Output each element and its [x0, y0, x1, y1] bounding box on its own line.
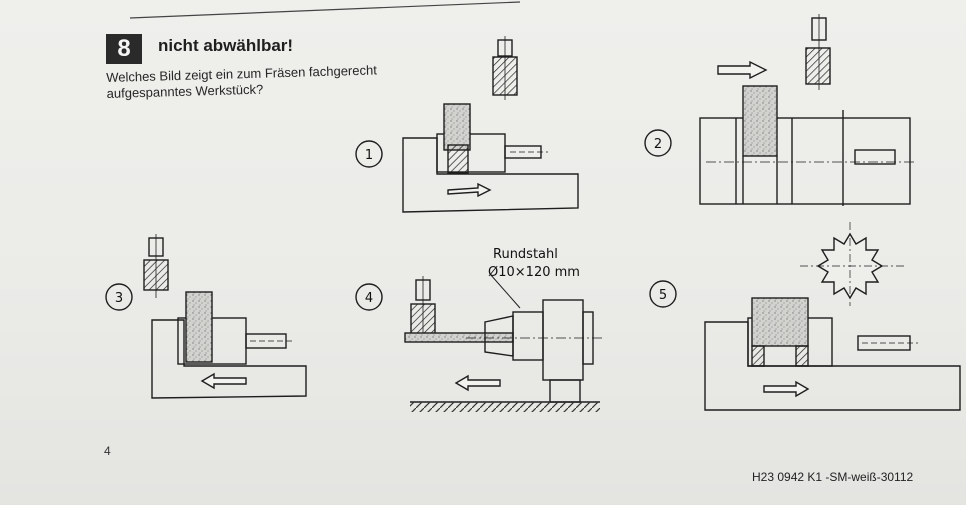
fig4-round-bar: [404, 332, 514, 343]
fig5-workpiece: [751, 297, 809, 347]
fig5-feed-arrow: [763, 380, 810, 398]
fig1-milling-cutter: [492, 36, 518, 100]
fig4-milling-cutter: [410, 276, 436, 340]
question-number-badge: 8: [106, 34, 142, 64]
fig2-number-circle: [644, 129, 672, 157]
fig3-number: 3: [115, 291, 123, 306]
fig4-ground: [410, 402, 600, 412]
header-rule: [129, 1, 521, 19]
fig3-milling-cutter: [143, 234, 169, 298]
fig1-number: 1: [365, 148, 373, 163]
fig4-material-label: Rundstahl: [493, 247, 558, 262]
footer-code: H23 0942 K1 -SM-weiß-30112: [752, 470, 914, 484]
fig1-workpiece: [443, 103, 471, 151]
figure-4: [355, 273, 604, 412]
fig4-feed-arrow: [454, 374, 501, 392]
fig4-stand: [549, 379, 581, 403]
figure-3: [105, 234, 307, 399]
fig2-workpiece: [742, 85, 778, 157]
fig1-feed-arrow: [447, 182, 492, 198]
page-number: 4: [104, 444, 111, 458]
fig5-disc-cutter: [800, 222, 904, 306]
fig1-number-circle: [355, 140, 383, 168]
fig1-table: [402, 137, 579, 213]
fig4-dimension-label: Ø10×120 mm: [488, 265, 580, 280]
fig2-milling-cutter: [805, 14, 831, 90]
fig3-feed-arrow: [200, 372, 247, 390]
fig4-headstock: [542, 299, 584, 381]
fig2-number: 2: [654, 137, 662, 152]
fig2-spindle: [854, 149, 896, 165]
fig2-feed-arrow: [717, 60, 768, 80]
fig4-chuck-body: [512, 311, 544, 361]
question-title: nicht abwählbar!: [158, 36, 294, 55]
fig2-table: [699, 117, 911, 205]
figure-2: [644, 14, 916, 206]
fig3-table: [151, 319, 307, 399]
figure-5: [649, 222, 961, 411]
fig4-number-circle: [355, 283, 383, 311]
figure-1: [355, 36, 579, 213]
fig5-number: 5: [659, 288, 667, 303]
fig5-number-circle: [649, 280, 677, 308]
fig3-number-circle: [105, 283, 133, 311]
fig3-workpiece: [185, 291, 213, 363]
fig4-number: 4: [365, 291, 373, 306]
